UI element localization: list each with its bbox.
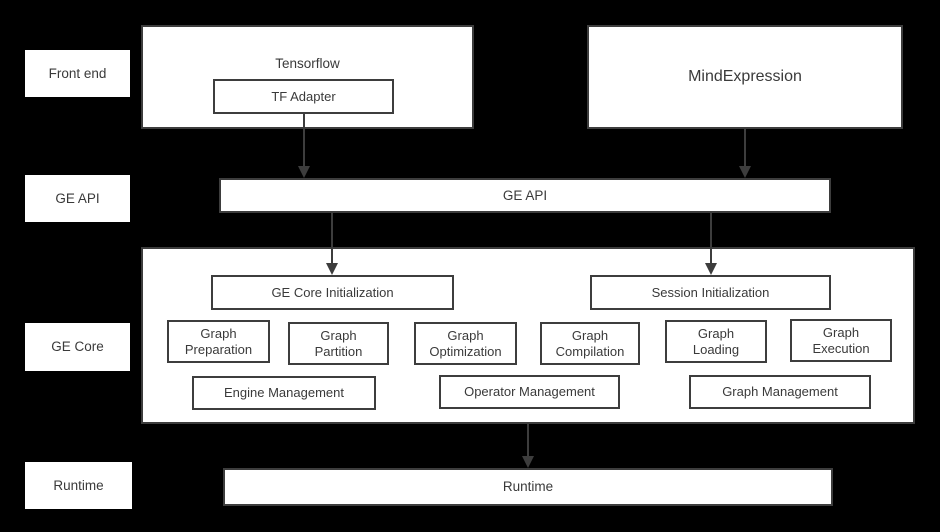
session-initialization-box[interactable]: Session Initialization [590, 275, 831, 310]
stage-label-ge-core: GE Core [25, 323, 130, 371]
arrow-ge-core-to-runtime [522, 424, 534, 468]
ge-api-bar[interactable]: GE API [219, 178, 831, 213]
runtime-bar[interactable]: Runtime [223, 468, 833, 506]
stage-label-front-end: Front end [25, 50, 130, 97]
engine-management-label: Engine Management [224, 385, 344, 401]
graph-optimization-label: Graph Optimization [429, 327, 502, 359]
engine-management-box[interactable]: Engine Management [192, 376, 376, 410]
graph-execution-label: Graph Execution [812, 324, 870, 356]
operator-management-label: Operator Management [464, 384, 595, 400]
graph-partition-label: Graph Partition [314, 327, 363, 359]
graph-preparation-label: Graph Preparation [184, 325, 253, 357]
graph-preparation-box[interactable]: Graph Preparation [167, 320, 270, 363]
stage-label-runtime-text: Runtime [53, 477, 104, 493]
operator-management-box[interactable]: Operator Management [439, 375, 620, 409]
ge-api-bar-label: GE API [502, 187, 548, 203]
graph-management-box[interactable]: Graph Management [689, 375, 871, 409]
arrow-mindexpression-to-ge-api [739, 129, 751, 178]
graph-compilation-box[interactable]: Graph Compilation [540, 322, 640, 365]
ge-core-initialization-label: GE Core Initialization [271, 284, 394, 300]
ge-core-initialization-box[interactable]: GE Core Initialization [211, 275, 454, 310]
graph-execution-box[interactable]: Graph Execution [790, 319, 892, 362]
graph-optimization-box[interactable]: Graph Optimization [414, 322, 517, 365]
stage-label-ge-api-text: GE API [55, 190, 100, 206]
graph-loading-box[interactable]: Graph Loading [665, 320, 767, 363]
mindexpression-title: MindExpression [688, 67, 802, 85]
tensorflow-title: Tensorflow [275, 56, 340, 71]
graph-management-label: Graph Management [722, 384, 838, 400]
graph-partition-box[interactable]: Graph Partition [288, 322, 389, 365]
runtime-bar-label: Runtime [502, 479, 554, 495]
graph-loading-label: Graph Loading [692, 325, 740, 357]
mindexpression-container: MindExpression [587, 25, 903, 129]
stage-label-ge-core-text: GE Core [51, 339, 104, 355]
tf-adapter-label: TF Adapter [271, 88, 336, 104]
graph-compilation-label: Graph Compilation [555, 327, 625, 359]
stage-label-front-end-text: Front end [48, 65, 107, 81]
tf-adapter-box[interactable]: TF Adapter [213, 79, 394, 114]
stage-label-ge-api: GE API [25, 175, 130, 222]
session-initialization-label: Session Initialization [651, 284, 770, 300]
stage-label-runtime: Runtime [25, 462, 132, 509]
